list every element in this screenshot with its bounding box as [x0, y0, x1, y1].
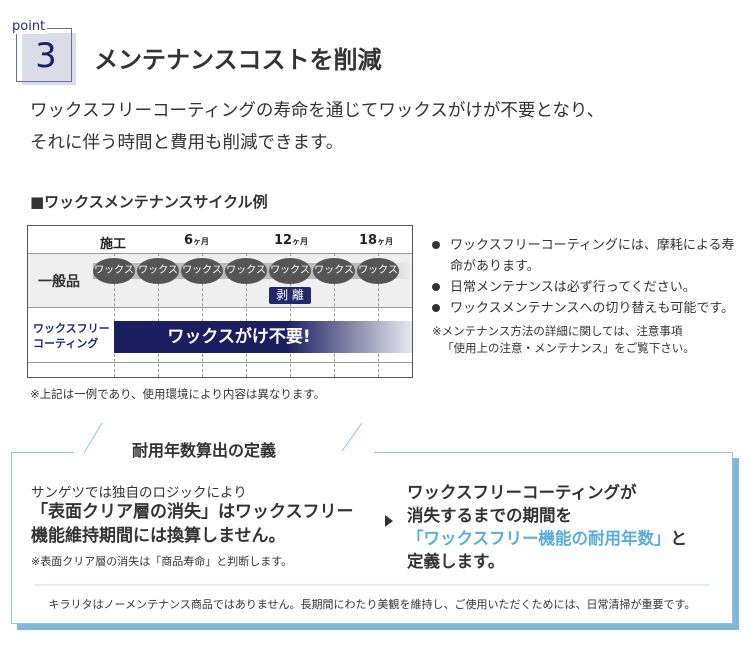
coating-label-line: コーティング — [33, 337, 99, 350]
wax-oval: ワックス — [181, 258, 223, 284]
wax-oval: ワックス — [357, 258, 399, 284]
header-18m: 18ヶ月 — [359, 233, 394, 248]
wax-free-bar-label: ワックスがけ不要! — [167, 327, 311, 347]
definition-title: 耐用年数算出の定義 — [132, 441, 277, 460]
def-left-big: 「表面クリア層の消失」はワックスフリー 機能維持期間には換算しません。 — [31, 502, 354, 546]
notice: ※メンテナンス方法の詳細に関しては、注意事項 「使用上の注意・メンテナンス」をご… — [432, 324, 695, 355]
grid-line — [158, 253, 159, 377]
lead-line: それに伴う時間と費用も削減できます。 — [30, 133, 344, 153]
wax-oval: ワックス — [225, 258, 267, 284]
grid-line — [334, 253, 335, 377]
bullet-item: ワックスメンテナンスへの切り替えも可能です。 — [432, 298, 742, 319]
wax-oval: ワックス — [93, 258, 135, 284]
table-note: ※上記は一例であり、使用環境により内容は異なります。 — [30, 387, 326, 401]
grid-line — [114, 253, 115, 377]
bullet-item: 日常メンテナンスは必ず行ってください。 — [432, 277, 742, 298]
coating-label: 一般品 ワックスフリー コーティング — [33, 321, 110, 351]
general-row — [28, 253, 412, 308]
def-left-small: サンゲツでは独自のロジックにより — [31, 485, 247, 501]
bullet-icon — [432, 283, 440, 291]
wax-free-bar — [114, 321, 412, 353]
wax-oval: ワックス — [137, 258, 179, 284]
grid-line — [290, 253, 291, 377]
divider — [28, 362, 412, 363]
point-number: 3 — [35, 36, 57, 76]
arrow-right-icon — [385, 515, 393, 527]
section-title: ■ワックスメンテナンスサイクル例 — [30, 193, 268, 211]
general-label: 一般品 — [38, 274, 80, 290]
bullet-icon — [432, 241, 440, 249]
wax-oval: ワックス — [313, 258, 355, 284]
header-start: 施工 — [100, 237, 127, 252]
def-left-note: ※表面クリア層の消失は「商品寿命」と判断します。 — [31, 555, 293, 568]
grid-line — [378, 253, 379, 377]
def-highlight: 「ワックスフリー機能の耐用年数」 — [407, 529, 671, 548]
def-right: ワックスフリーコーティングが 消失するまでの期間を 「ワックスフリー機能の耐用年… — [407, 483, 688, 571]
definition-footer: キラリタはノーメンテナンス商品ではありません。長期間にわたり美観を維持し、ご使用… — [48, 598, 696, 611]
header-6m: 6ヶ月 — [184, 233, 210, 248]
grid-line — [246, 253, 247, 377]
definition-box: 耐用年数算出の定義 サンゲツでは独自のロジックにより 「表面クリア層の消失」はワ… — [11, 423, 733, 624]
divider — [28, 307, 412, 308]
peel-badge: 剥 離 — [269, 287, 311, 304]
divider — [34, 584, 710, 586]
page-title: メンテナンスコストを削減 — [94, 46, 382, 74]
header-12m: 12ヶ月 — [274, 233, 309, 248]
notch-lines — [83, 423, 362, 454]
wax-oval: ワックス — [269, 258, 311, 284]
cycle-table: 施工 6ヶ月 12ヶ月 18ヶ月 一般品 ワックスワックスワックスワックスワック… — [27, 225, 413, 378]
point-badge-bg — [22, 33, 76, 85]
bullet-icon — [432, 304, 440, 312]
coating-label-line: ワックスフリー — [33, 322, 110, 335]
grid-line — [202, 253, 203, 377]
bullet-item: ワックスフリーコーティングには、摩耗による寿命があります。 — [432, 235, 742, 277]
lead-line: ワックスフリーコーティングの寿命を通じてワックスがけが不要となり、 — [30, 101, 605, 121]
title-notch — [74, 423, 374, 455]
lead-text: ワックスフリーコーティングの寿命を通じてワックスがけが不要となり、 それに伴う時… — [30, 95, 604, 159]
point-label: point — [10, 19, 48, 34]
bullet-list: ワックスフリーコーティングには、摩耗による寿命があります。 日常メンテナンスは必… — [432, 235, 742, 357]
